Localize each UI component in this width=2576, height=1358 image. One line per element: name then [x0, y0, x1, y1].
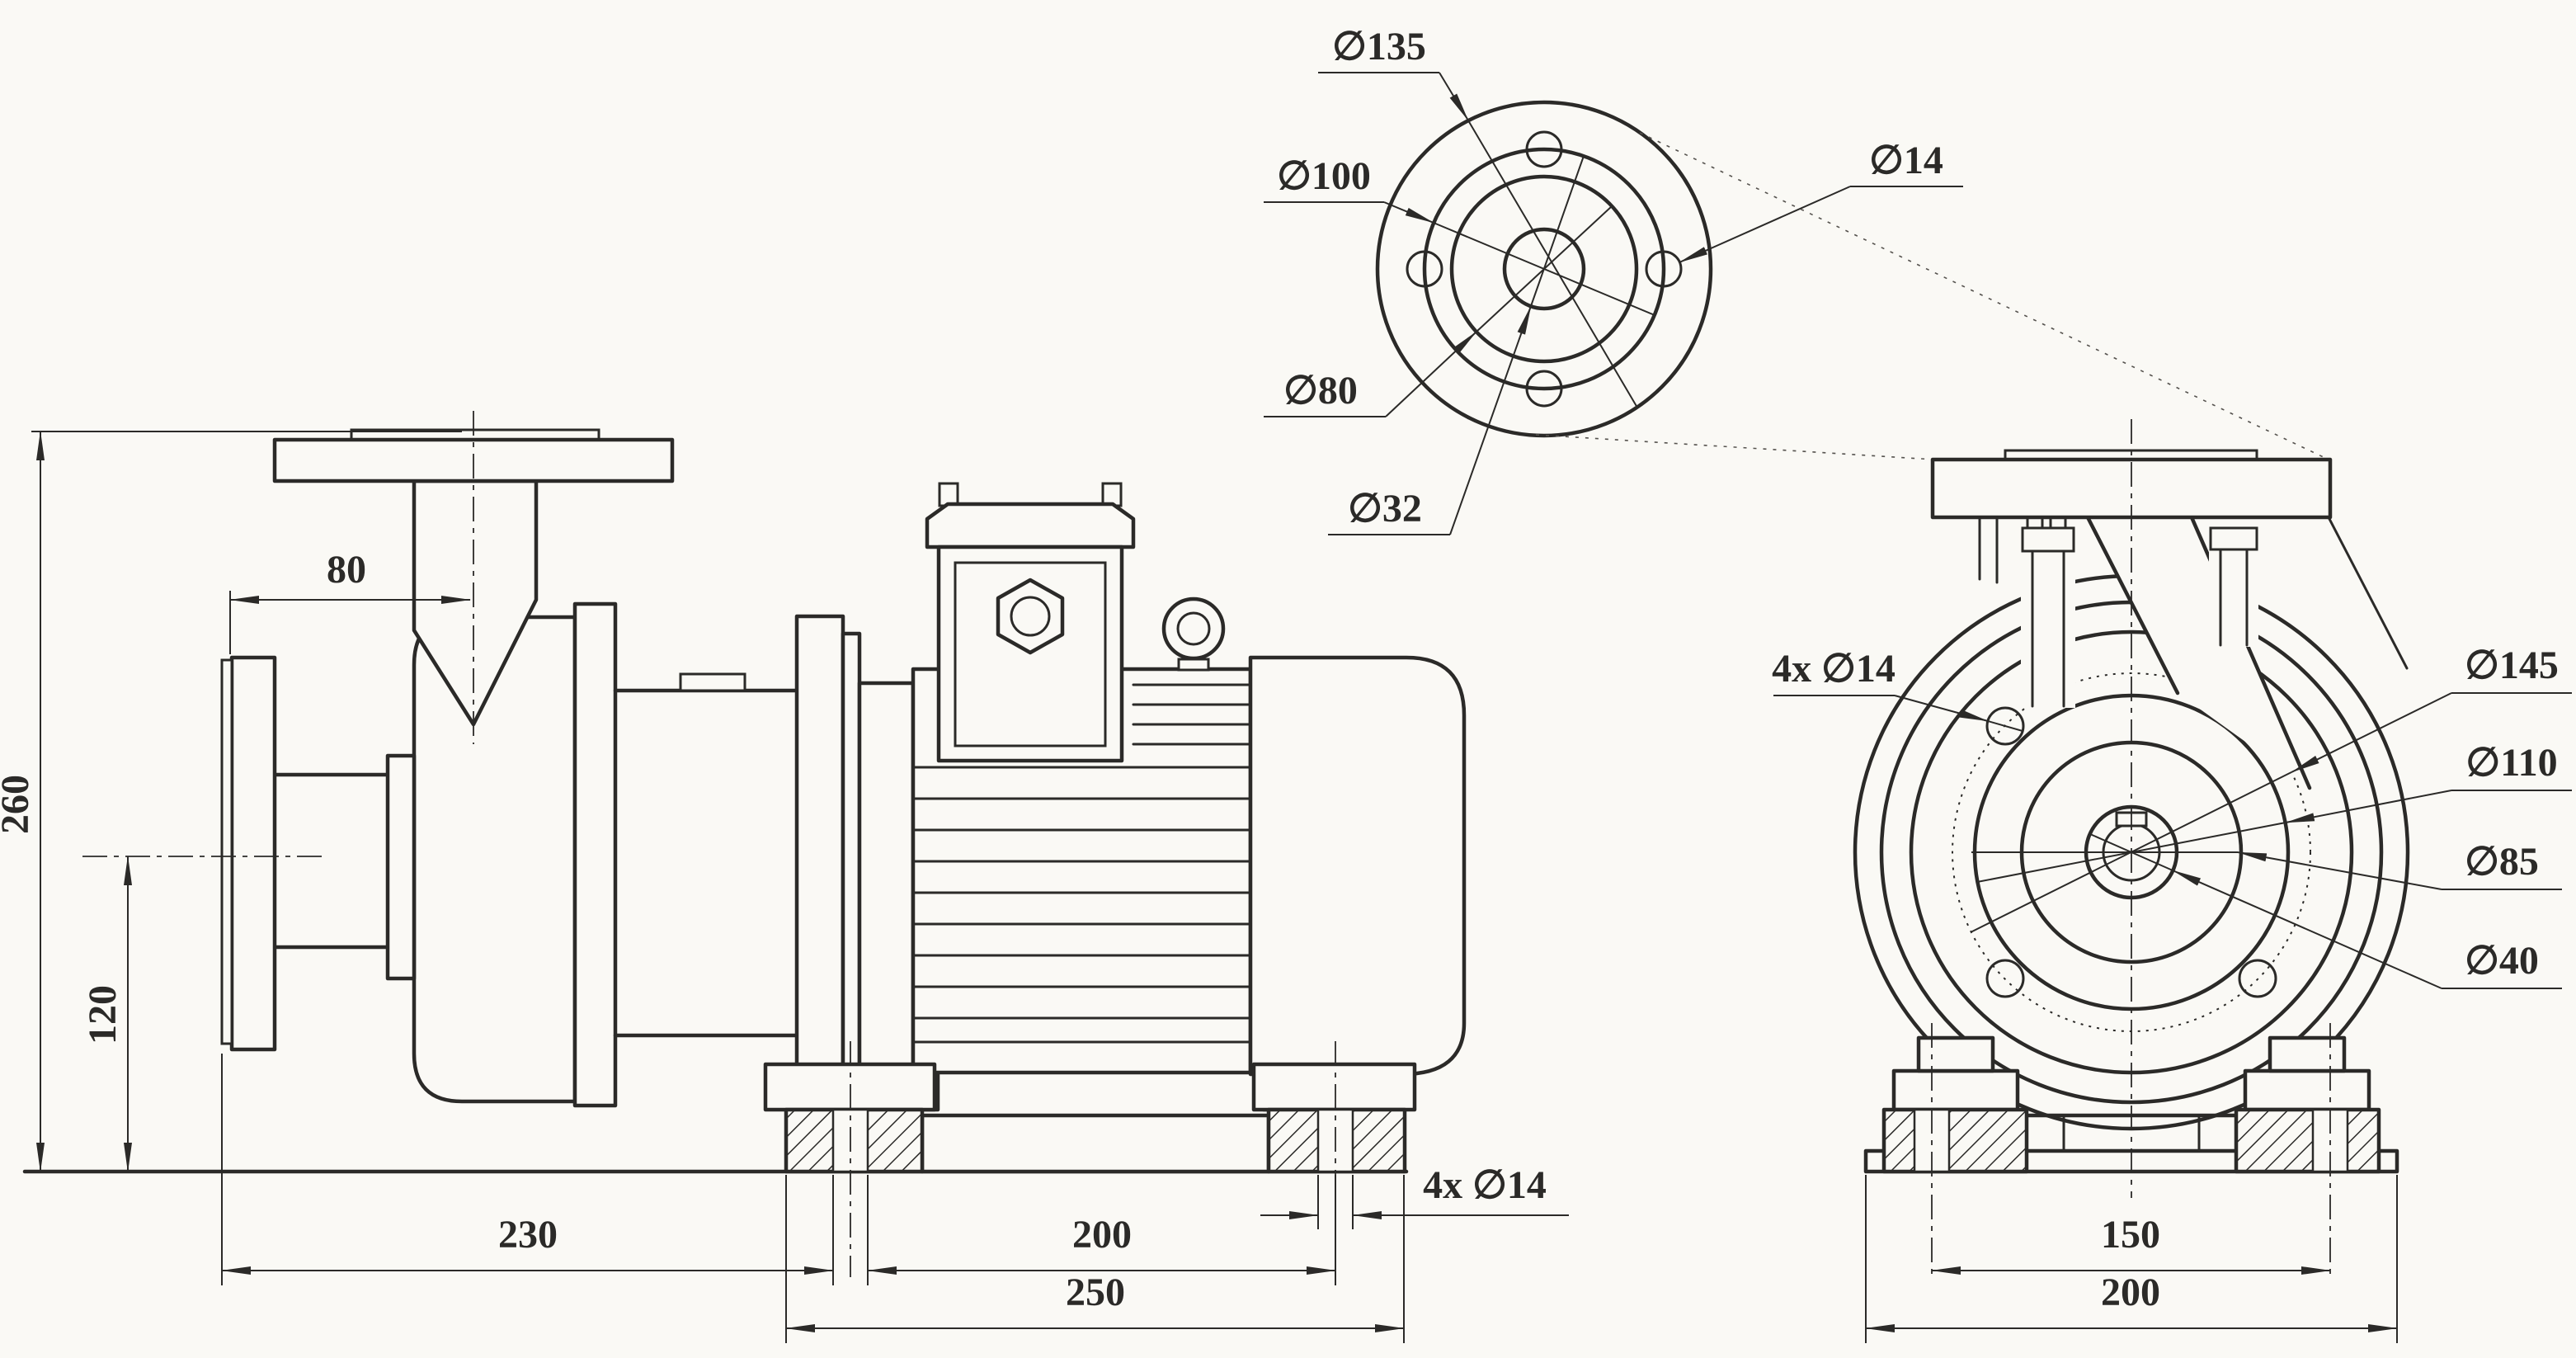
dim-230: 230 [221, 1054, 834, 1285]
flange-bolt-holes [1406, 130, 1683, 408]
pipe-wipe [2088, 517, 2310, 788]
dim-80-label: 80 [327, 548, 366, 592]
dim-250-label: 250 [1066, 1271, 1125, 1314]
dim-260-label: 260 [0, 775, 37, 834]
terminal-box [925, 482, 1136, 763]
bracket-plate-2 [841, 631, 862, 1068]
end-pedestal-left [1881, 1107, 2029, 1174]
end-pedestal-right [2234, 1107, 2381, 1174]
leader-4x14-end: 4x ∅14 [1772, 647, 2023, 732]
casing-back-plate [572, 601, 618, 1108]
dim-foot-holes-label: 4x ∅14 [1423, 1163, 1547, 1207]
leader-85: ∅85 [2237, 840, 2562, 890]
vent-plug [679, 672, 746, 692]
lifting-eye [1161, 596, 1226, 672]
bracket-plate-1 [794, 614, 845, 1068]
motor-fins [911, 683, 1252, 1044]
dim-d85-label: ∅85 [2465, 840, 2539, 884]
dim-d14-label: ∅14 [1869, 139, 1943, 182]
dim-80: 80 [229, 548, 471, 654]
flange-studs [2021, 503, 2258, 708]
end-view: 4x ∅14 ∅145 ∅110 ∅85 ∅40 150 [1772, 419, 2572, 1343]
dim-d100-label: ∅100 [1277, 154, 1371, 198]
suction-flange [229, 655, 277, 1052]
pipe-edge-left [2085, 515, 2180, 696]
gusset-edge [2327, 516, 2409, 670]
dim-end-holes-label: 4x ∅14 [1772, 647, 1896, 691]
bolt-circle [1422, 147, 1666, 391]
dim-230-label: 230 [498, 1213, 558, 1257]
dim-200-end: 200 [1865, 1175, 2398, 1343]
dim-d32-label: ∅32 [1348, 487, 1422, 530]
suction-collar [385, 753, 417, 981]
dim-150-label: 150 [2101, 1213, 2160, 1257]
leader-40: ∅40 [2089, 833, 2562, 989]
side-view: 260 120 80 230 200 250 [0, 411, 1569, 1343]
projection-lines [1535, 132, 2329, 460]
dim-axis-height: 120 [81, 856, 132, 1172]
leader-100: ∅100 [1264, 154, 1655, 316]
suction-flange-face [220, 658, 233, 1045]
flange-detail-view: ∅135 ∅100 ∅80 ∅32 ∅14 [1264, 25, 1963, 535]
motor-rear-cap [1248, 655, 1467, 1077]
motor-front-band [857, 681, 916, 1068]
dim-200-side: 200 [867, 1175, 1336, 1285]
bore-circle [1502, 227, 1586, 311]
dim-foot-holes: 4x ∅14 [1260, 1163, 1569, 1229]
dim-d135-label: ∅135 [1332, 25, 1426, 68]
dim-d145-label: ∅145 [2465, 644, 2559, 687]
volute-casing [412, 615, 577, 1104]
dim-120-label: 120 [81, 985, 125, 1044]
hex-plug [996, 578, 1065, 655]
dim-d40-label: ∅40 [2465, 939, 2539, 983]
dim-200-end-label: 200 [2101, 1271, 2160, 1314]
flange-od-circle [1375, 100, 1713, 438]
dim-150: 150 [1931, 1213, 2331, 1275]
leader-32: ∅32 [1328, 155, 1585, 535]
dim-200-side-label: 200 [1072, 1213, 1132, 1257]
dim-d110-label: ∅110 [2465, 741, 2557, 785]
dim-d80-label: ∅80 [1283, 369, 1358, 413]
dim-overall-height: 260 [0, 431, 462, 1172]
raised-face-circle [1449, 174, 1639, 364]
dim-250: 250 [785, 1175, 1405, 1343]
base-assembly [763, 1041, 1417, 1277]
leader-14: ∅14 [1679, 139, 1963, 263]
leader-135: ∅135 [1318, 25, 1638, 408]
end-base-assembly [1863, 1023, 2399, 1280]
leader-145: ∅145 [1970, 644, 2572, 933]
